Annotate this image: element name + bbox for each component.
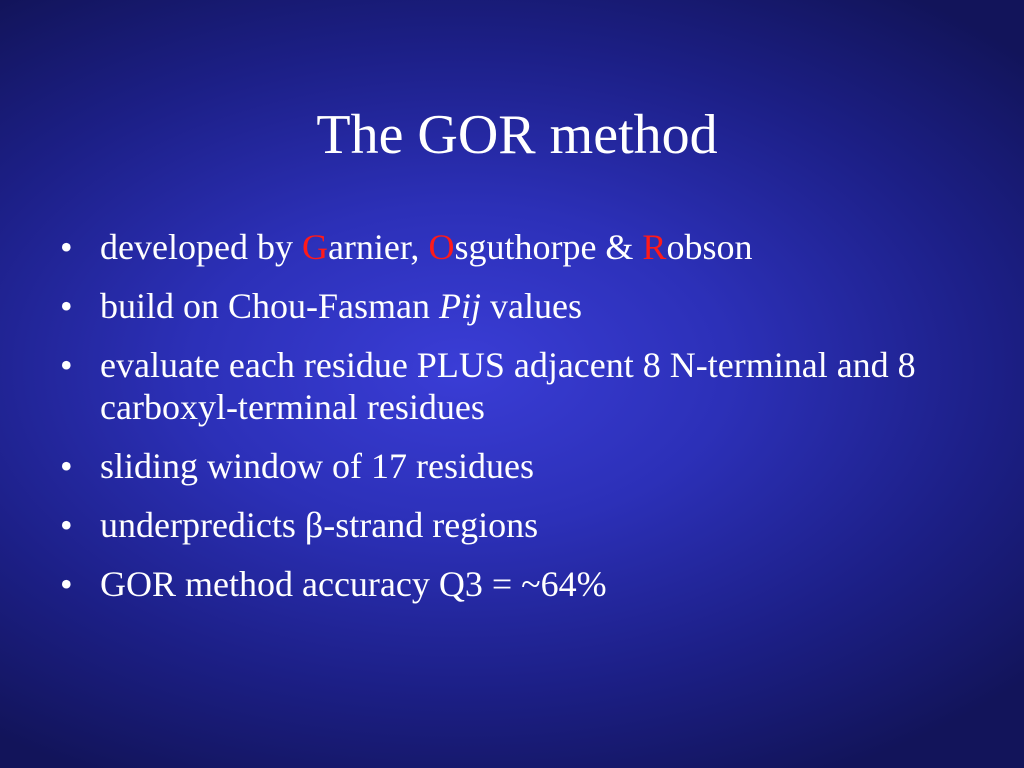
bullet-text-part: sliding window of 17 residues (100, 446, 534, 486)
bullet-icon: • (60, 286, 73, 326)
highlight-initial-g: G (301, 227, 328, 267)
bullet-item: • build on Chou-Fasman Pij values (60, 285, 960, 327)
bullet-icon: • (60, 227, 73, 267)
bullet-item: • evaluate each residue PLUS adjacent 8 … (60, 344, 960, 428)
bullet-text-part: developed by (100, 227, 302, 267)
bullet-text-part: obson (666, 227, 753, 267)
bullet-text-part: sguthorpe & (454, 227, 643, 267)
bullet-icon: • (60, 505, 73, 545)
bullet-icon: • (60, 345, 73, 385)
bullet-icon: • (60, 446, 73, 486)
bullet-item: • developed by Garnier, Osguthorpe & Rob… (60, 226, 960, 268)
bullet-text-part: values (481, 286, 582, 326)
bullet-list: • developed by Garnier, Osguthorpe & Rob… (60, 226, 960, 622)
bullet-icon: • (60, 564, 73, 604)
italic-term: Pij (439, 286, 481, 326)
bullet-item: • underpredicts β-strand regions (60, 504, 960, 546)
bullet-text-part: underpredicts β-strand regions (100, 505, 539, 545)
bullet-text-part: arnier, (327, 227, 429, 267)
bullet-text-part: evaluate each residue PLUS adjacent 8 N-… (100, 345, 916, 427)
bullet-text-part: GOR method accuracy Q3 = ~64% (100, 564, 607, 604)
slide-title: The GOR method (316, 104, 718, 166)
highlight-initial-r: R (642, 227, 667, 267)
bullet-item: • GOR method accuracy Q3 = ~64% (60, 563, 960, 605)
bullet-text-part: build on Chou-Fasman (100, 286, 439, 326)
bullet-item: • sliding window of 17 residues (60, 445, 960, 487)
highlight-initial-o: O (428, 227, 455, 267)
